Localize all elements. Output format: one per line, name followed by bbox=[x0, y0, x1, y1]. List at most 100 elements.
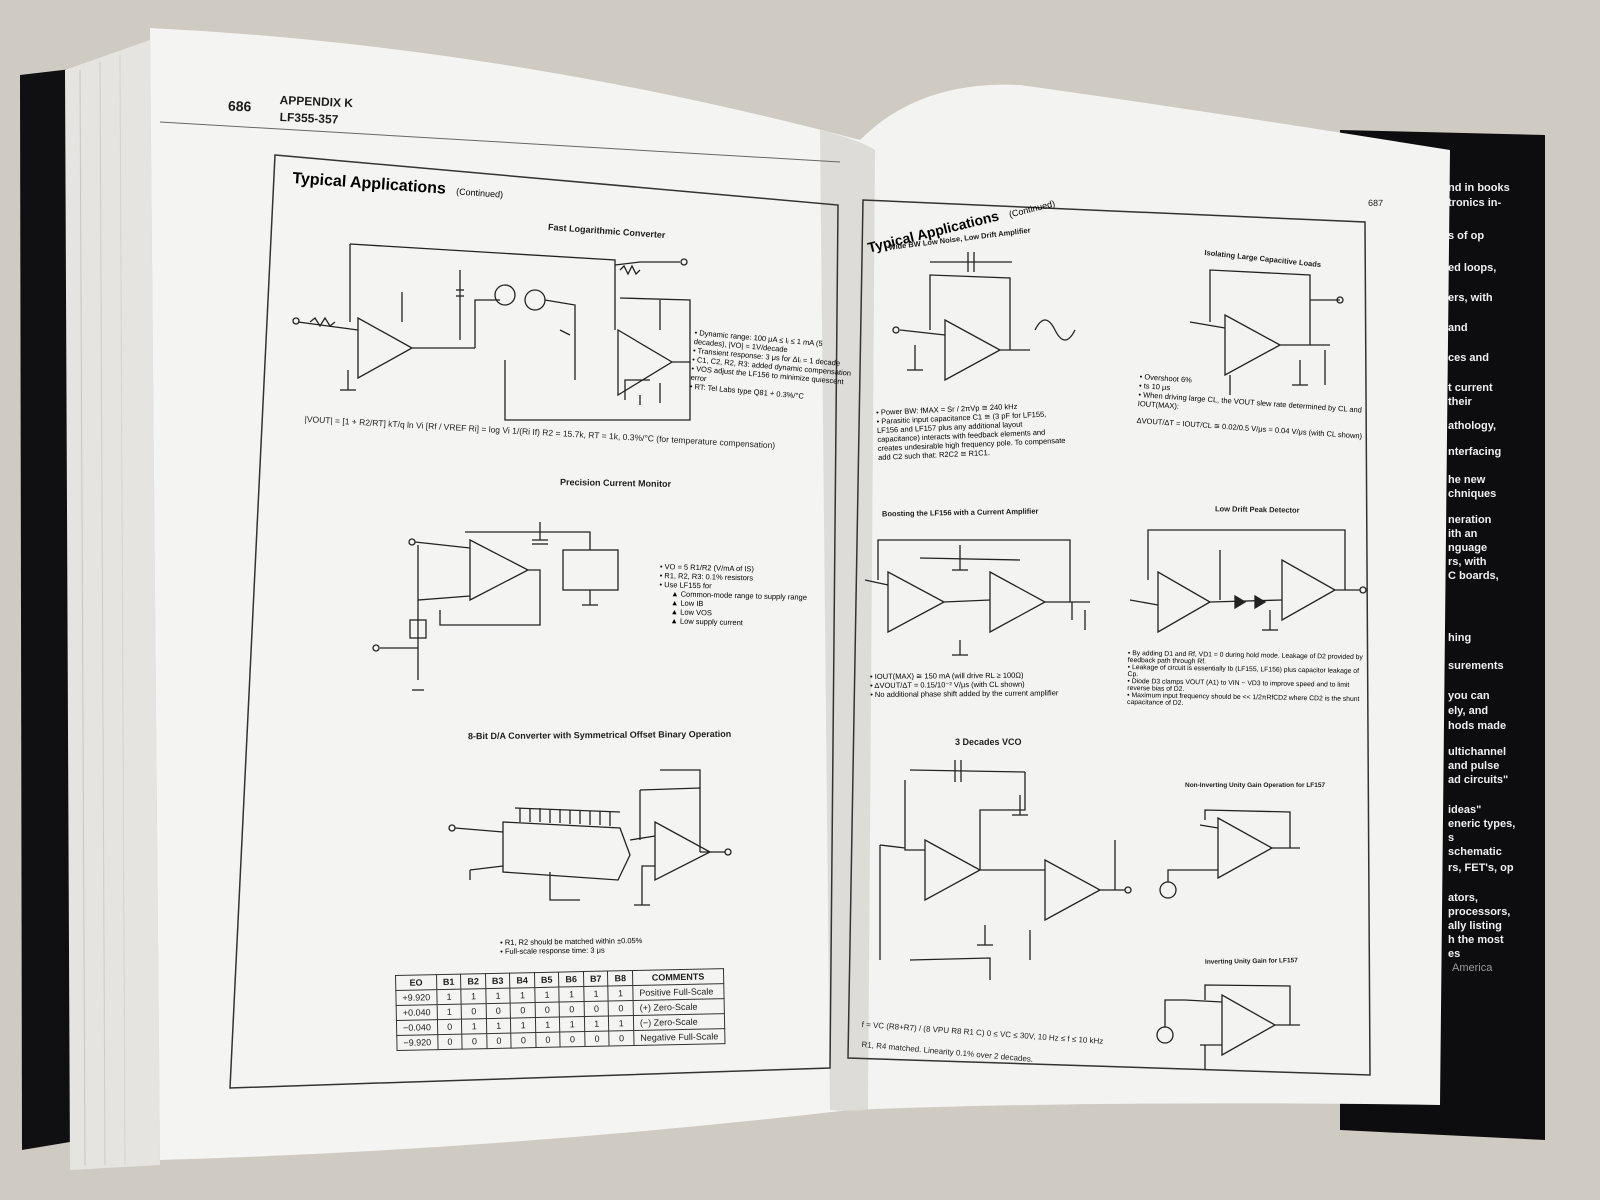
cover-text-line: C boards, bbox=[1448, 570, 1499, 582]
wide-bw-schematic bbox=[892, 252, 1076, 382]
dac-truth-table: EO B1 B2 B3 B4 B5 B6 B7 B8 COMMENTS +9.9… bbox=[395, 968, 725, 1051]
cover-text-line: ideas" bbox=[1448, 804, 1482, 816]
table-cell: 1 bbox=[436, 989, 462, 1005]
cover-text-line: ultichannel bbox=[1448, 746, 1507, 758]
lm-dac-block bbox=[502, 821, 631, 881]
opamp-lf356-cap bbox=[1224, 313, 1282, 377]
table-cell: 0 bbox=[511, 1032, 536, 1049]
cover-text-line: ad circuits" bbox=[1448, 774, 1509, 786]
cover-text-line: s of op bbox=[1448, 230, 1485, 242]
cover-text-line: t current bbox=[1448, 382, 1493, 394]
cover-text-line: hing bbox=[1448, 632, 1472, 644]
column-header: B2 bbox=[460, 973, 486, 990]
opamp-lf356-wide bbox=[944, 318, 1002, 382]
table-cell: 1 bbox=[583, 986, 609, 1002]
cover-text-line: and pulse bbox=[1448, 760, 1500, 772]
part-header: LF355-357 bbox=[279, 110, 339, 127]
table-cell: 1 bbox=[485, 988, 511, 1004]
current-monitor-title: Precision Current Monitor bbox=[559, 477, 672, 489]
opamp-lf156-pd bbox=[1281, 558, 1337, 622]
opamp-lf357-inv bbox=[1221, 993, 1277, 1057]
column-header: B8 bbox=[607, 970, 633, 987]
cover-text-line: ally listing bbox=[1448, 920, 1502, 932]
cover-text-line: chniques bbox=[1448, 488, 1497, 500]
vco-schematic bbox=[879, 760, 1132, 980]
column-header: B3 bbox=[485, 973, 511, 989]
noninv-schematic bbox=[1159, 809, 1300, 899]
left-page bbox=[150, 28, 860, 1160]
cover-text-line: athology, bbox=[1448, 420, 1497, 432]
column-header: B4 bbox=[509, 972, 535, 989]
peak-detector-bullets: By adding D1 and Rf, VD1 = 0 during hold… bbox=[1127, 650, 1368, 710]
cover-text-line: neration bbox=[1448, 514, 1492, 526]
table-cell: 1 bbox=[608, 1015, 634, 1032]
opamp-lm311 bbox=[1044, 858, 1102, 922]
cover-text-line: rs, with bbox=[1448, 556, 1487, 568]
table-cell: 0 bbox=[462, 1033, 487, 1050]
wide-bw-bullets: Power BW: fMAX = Sr / 2πVp ≅ 240 kHz Par… bbox=[876, 400, 1068, 462]
table-cell: 0 bbox=[583, 1001, 609, 1017]
cover-text-line: es bbox=[1448, 948, 1461, 960]
current-amp-bullets: IOUT(MAX) ≅ 150 mA (will drive RL ≥ 100Ω… bbox=[870, 670, 1100, 699]
cover-text-line: he new bbox=[1448, 474, 1486, 486]
peak-detector-schematic bbox=[1129, 529, 1367, 634]
table-cell: 1 bbox=[535, 1017, 561, 1033]
left-page-block bbox=[65, 40, 160, 1170]
current-monitor-schematic bbox=[372, 522, 619, 691]
table-cell: 1 bbox=[559, 986, 584, 1003]
dac-bullets: R1, R2 should be matched within ±0.05% F… bbox=[500, 936, 643, 956]
cover-text-line: America bbox=[1452, 962, 1493, 974]
cover-text-line: surements bbox=[1448, 660, 1504, 672]
opamp-lf357-ni bbox=[1217, 816, 1274, 880]
cover-text-line: you can bbox=[1448, 690, 1490, 702]
vco-title: 3 Decades VCO bbox=[955, 737, 1022, 747]
table-cell: −0.040 bbox=[396, 1019, 438, 1036]
page-number-left: 686 bbox=[227, 97, 252, 115]
cover-text-line: hods made bbox=[1448, 720, 1507, 732]
current-amp-schematic bbox=[864, 539, 1090, 656]
section-suffix-left: (Continued) bbox=[455, 186, 504, 200]
peak-detector-title: Low Drift Peak Detector bbox=[1214, 504, 1300, 515]
cover-text-line: h the most bbox=[1448, 934, 1504, 946]
table-cell: 1 bbox=[436, 1004, 462, 1020]
cover-text-line: tronics in- bbox=[1448, 197, 1502, 209]
cm-sub-bullet-text: Low supply current bbox=[679, 616, 744, 628]
column-header: B5 bbox=[534, 972, 560, 988]
table-cell: −9.920 bbox=[396, 1034, 438, 1051]
table-cell: 1 bbox=[510, 987, 535, 1004]
right-frame bbox=[847, 199, 1371, 1076]
opamp-lf356-dac bbox=[654, 820, 712, 882]
cover-text-line: ators, bbox=[1448, 892, 1478, 904]
inv-schematic bbox=[1156, 984, 1300, 1070]
log-converter-schematic bbox=[292, 243, 691, 421]
table-cell: 0 bbox=[461, 1003, 487, 1020]
cover-text-line: ed loops, bbox=[1448, 262, 1497, 274]
table-cell: 1 bbox=[608, 985, 633, 1002]
table-cell: 0 bbox=[485, 1003, 511, 1019]
table-cell: Negative Full-Scale bbox=[633, 1028, 725, 1046]
right-page bbox=[850, 84, 1450, 1111]
cover-text-line: nterfacing bbox=[1448, 446, 1502, 458]
cover-text-line: and bbox=[1448, 322, 1468, 334]
table-cell: 1 bbox=[510, 1017, 536, 1034]
table-cell: 0 bbox=[486, 1033, 512, 1049]
cover-text-line: eneric types, bbox=[1448, 818, 1516, 830]
table-cell: 0 bbox=[609, 1030, 634, 1047]
column-header: EO bbox=[395, 974, 437, 991]
table-cell: 0 bbox=[560, 1031, 585, 1048]
cover-text-line: processors, bbox=[1448, 906, 1511, 918]
table-cell: 1 bbox=[534, 987, 560, 1003]
table-cell: 0 bbox=[608, 1000, 634, 1017]
cover-text-line: schematic bbox=[1448, 846, 1502, 858]
opamp-lh0002 bbox=[989, 570, 1047, 634]
cover-text-line: rs, FET's, op bbox=[1448, 862, 1514, 874]
cover-text-line: ely, and bbox=[1448, 705, 1489, 717]
cover-text-line: nd in books bbox=[1448, 182, 1510, 194]
table-cell: 0 bbox=[534, 1002, 560, 1018]
opamp-lf356 bbox=[357, 316, 414, 380]
cover-text-line: ith an bbox=[1448, 528, 1478, 540]
cover-text-line: ers, with bbox=[1448, 292, 1493, 304]
